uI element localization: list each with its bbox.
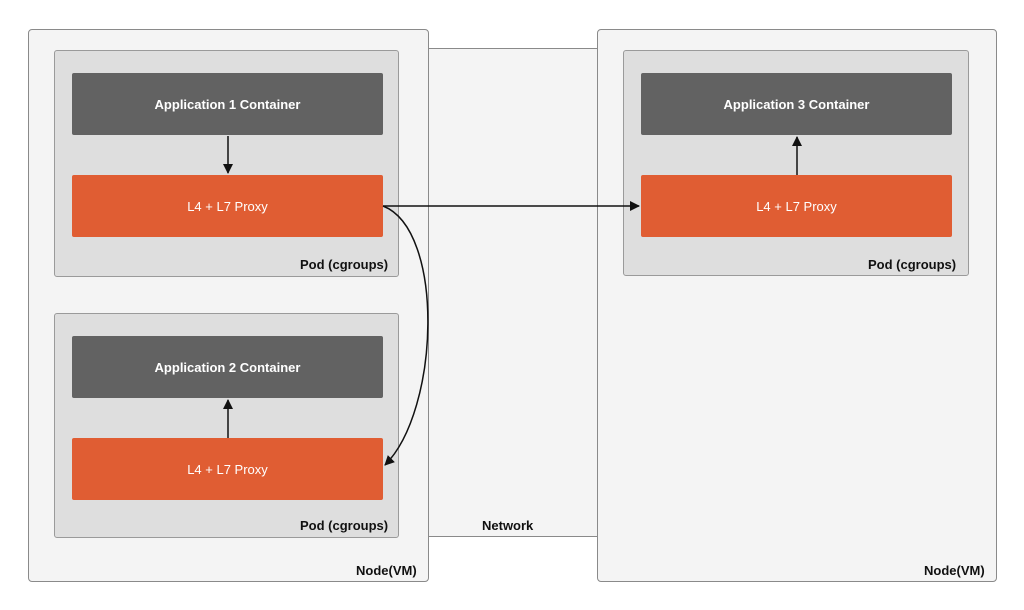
application-1-container: Application 1 Container <box>72 73 383 135</box>
pod-3-label: Pod (cgroups) <box>868 257 957 272</box>
application-3-container: Application 3 Container <box>641 73 952 135</box>
node-2-label: Node(VM) <box>924 563 985 578</box>
pod-1-proxy: L4 + L7 Proxy <box>72 175 383 237</box>
arrow-proxy1-to-proxy2 <box>382 205 429 466</box>
network-band <box>428 48 598 537</box>
pod-3-proxy: L4 + L7 Proxy <box>641 175 952 237</box>
pod-2-label: Pod (cgroups) <box>300 518 389 533</box>
pod-1-label: Pod (cgroups) <box>300 257 389 272</box>
pod-2-proxy: L4 + L7 Proxy <box>72 438 383 500</box>
node-1-label: Node(VM) <box>356 563 417 578</box>
network-label: Network <box>482 518 534 533</box>
application-2-container: Application 2 Container <box>72 336 383 398</box>
